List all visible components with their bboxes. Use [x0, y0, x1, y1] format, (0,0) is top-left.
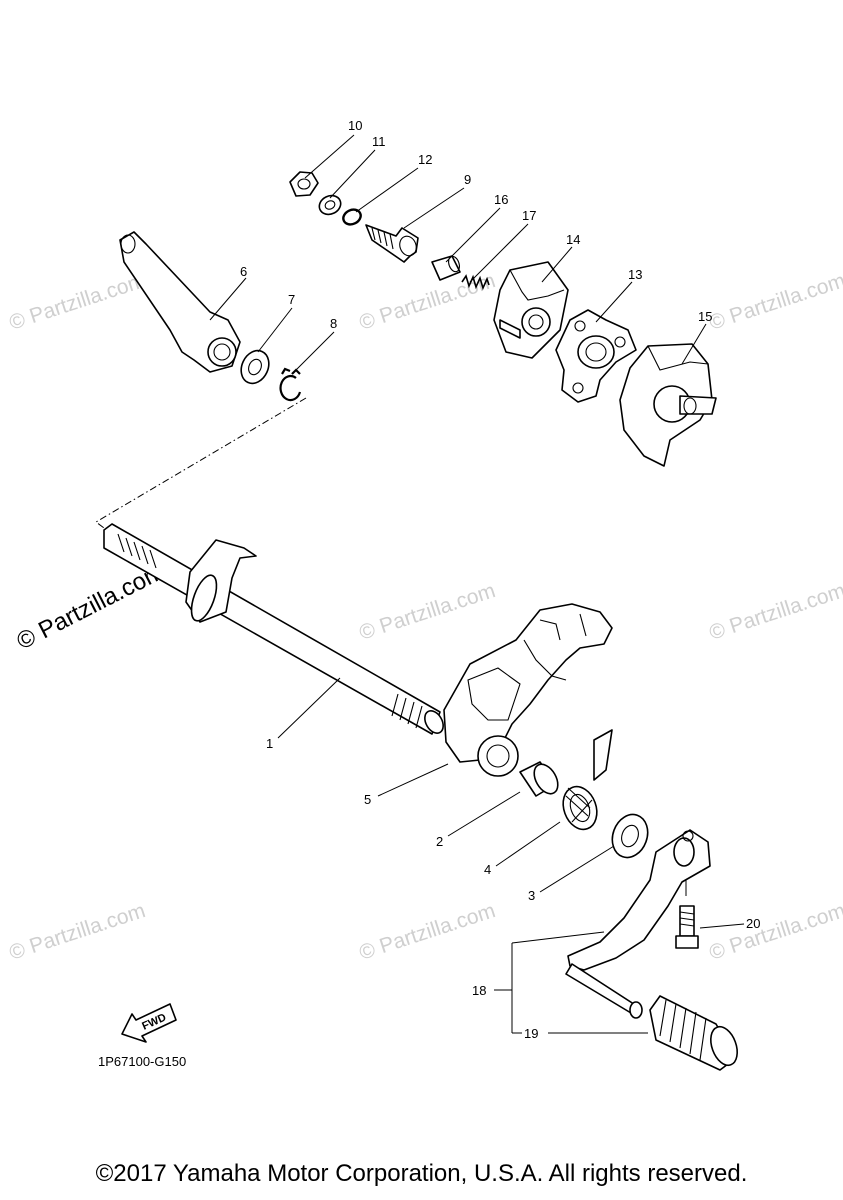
callout-1: 1 [266, 736, 273, 751]
part-8-circlip [279, 367, 302, 402]
callout-8: 8 [330, 316, 337, 331]
callout-17: 17 [522, 208, 536, 223]
callout-2: 2 [436, 834, 443, 849]
callout-10: 10 [348, 118, 362, 133]
part-15-segment [619, 343, 717, 467]
watermark: © Partzilla.com [356, 269, 498, 335]
part-10-nut [289, 171, 319, 197]
part-1-shift-shaft [103, 523, 444, 735]
part-11-washer [318, 194, 342, 216]
callout-11: 11 [372, 134, 386, 149]
callout-4: 4 [484, 862, 491, 877]
watermark: © Partzilla.com [706, 899, 843, 965]
callout-19: 19 [524, 1026, 538, 1041]
callout-20: 20 [746, 916, 760, 931]
leader-lines [209, 134, 745, 1034]
watermark-main: © Partzilla.com [12, 558, 168, 655]
part-2-bearing [519, 761, 559, 797]
watermark: © Partzilla.com [6, 269, 148, 335]
copyright-notice: ©2017 Yamaha Motor Corporation, U.S.A. A… [95, 1160, 748, 1187]
watermark: © Partzilla.com [356, 579, 498, 645]
part-12-o-ring [342, 208, 362, 226]
part-20-bolt [675, 905, 699, 949]
callout-numbers: 1 2 3 4 5 6 7 8 9 10 11 12 13 14 15 16 1… [240, 118, 760, 1041]
part-19-pedal-rubber [649, 995, 738, 1071]
part-16-collar [431, 255, 461, 281]
watermark: © Partzilla.com [706, 269, 843, 335]
watermarks: © Partzilla.com © Partzilla.com © Partzi… [6, 269, 843, 965]
watermark: © Partzilla.com [6, 899, 148, 965]
callout-13: 13 [628, 267, 642, 282]
part-5-shift-lever [443, 603, 613, 777]
part-3-washer [611, 813, 649, 859]
part-7-washer [240, 349, 270, 385]
drawing-code: 1P67100-G150 [98, 1054, 186, 1069]
fwd-arrow-icon: FWD [121, 1003, 177, 1043]
callout-7: 7 [288, 292, 295, 307]
part-14-stopper-lever [493, 261, 569, 359]
part-17-spring [461, 274, 490, 291]
callout-9: 9 [464, 172, 471, 187]
callout-14: 14 [566, 232, 580, 247]
part-6-shift-arm [119, 231, 241, 373]
watermark: © Partzilla.com [356, 899, 498, 965]
callout-18: 18 [472, 983, 486, 998]
part-4-spring [562, 729, 613, 831]
assembly-centerline [95, 397, 307, 529]
callout-6: 6 [240, 264, 247, 279]
callout-12: 12 [418, 152, 432, 167]
callout-5: 5 [364, 792, 371, 807]
callout-15: 15 [698, 309, 712, 324]
part-13-plate [555, 309, 637, 403]
part-18-shift-pedal [565, 829, 711, 1019]
watermark: © Partzilla.com [706, 579, 843, 645]
callout-3: 3 [528, 888, 535, 903]
callout-16: 16 [494, 192, 508, 207]
part-9-stud [365, 224, 419, 263]
